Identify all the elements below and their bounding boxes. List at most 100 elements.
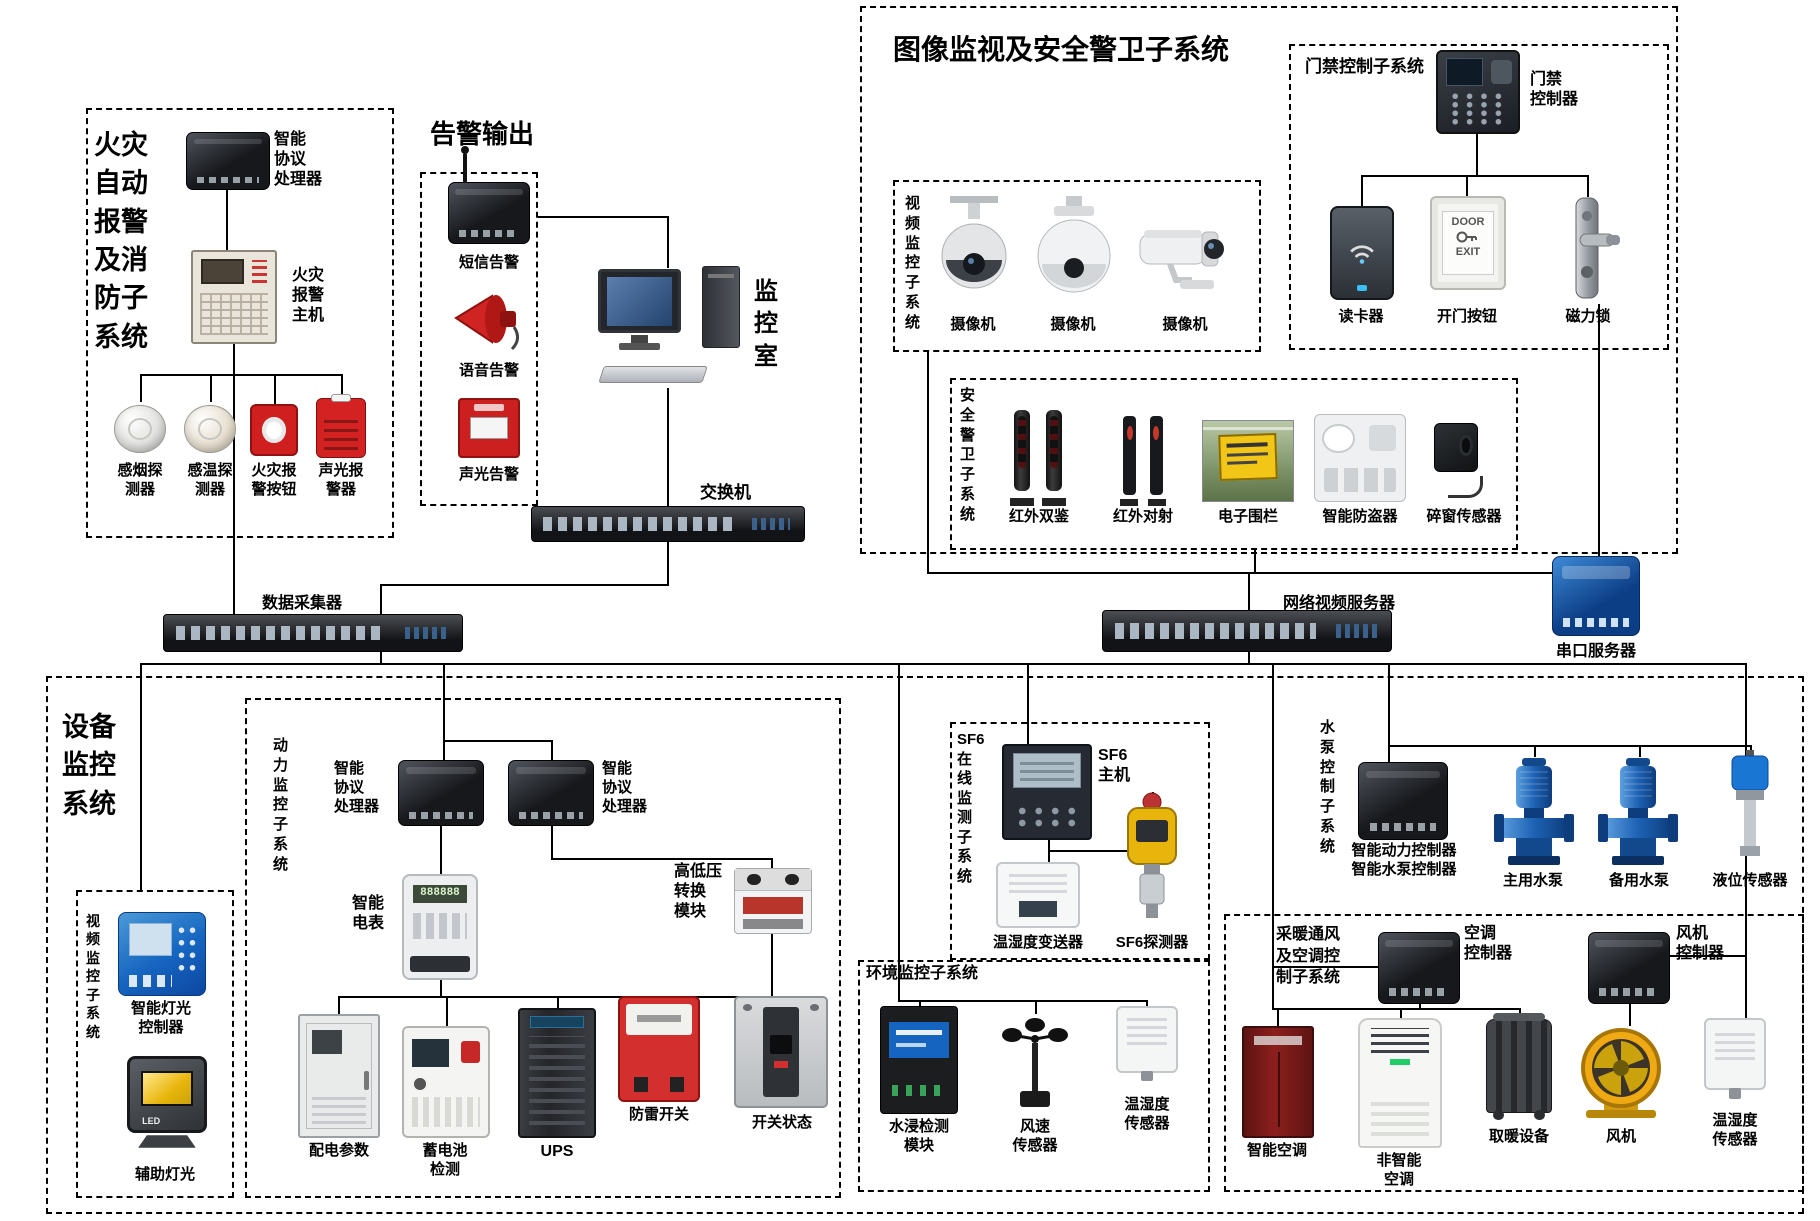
ir-beam-detector — [1114, 416, 1172, 506]
connector-line — [380, 652, 382, 664]
card-reader — [1330, 206, 1394, 300]
camera2-label: 摄像机 — [1050, 316, 1096, 333]
connector-line — [1027, 663, 1029, 746]
switch-label: 交换机 — [700, 483, 751, 502]
ac-controller-label: 空调 控制器 — [1464, 925, 1513, 962]
connector-line — [140, 663, 1745, 665]
heat-detector-label: 感温探 测器 — [187, 462, 233, 498]
sf6-subsystem-title: SF6 在 线 监 测 子 系 统 — [957, 731, 985, 885]
nonsmart-ac-label: 非智能 空调 — [1376, 1152, 1422, 1188]
antenna-icon — [461, 146, 470, 183]
heating-label: 取暖设备 — [1488, 1128, 1549, 1145]
connector-line — [440, 980, 442, 996]
aux-light-label: 辅助灯光 — [134, 1166, 195, 1183]
fan-label: 风机 — [1605, 1128, 1636, 1145]
anti-theft-device — [1314, 414, 1406, 502]
surveillance-title: 图像监视及安全警卫子系统 — [893, 34, 1230, 65]
sms-alarm-device — [448, 146, 530, 244]
voice-alarm-device — [450, 284, 526, 354]
connector-line — [1048, 850, 1152, 852]
sf6-subsystem-box — [950, 722, 1210, 960]
wind-sensor-label: 风速 传感器 — [1012, 1118, 1058, 1154]
connector-line — [771, 858, 773, 870]
surveillance-box — [860, 6, 1678, 554]
connector-line — [233, 344, 235, 376]
lightning-switch — [618, 996, 700, 1102]
connector-line — [443, 663, 445, 740]
alarm-output-title: 告警输出 — [430, 119, 535, 149]
ir-dual-label: 红外双鉴 — [1008, 508, 1069, 525]
ir-beam-label: 红外对射 — [1112, 508, 1173, 525]
smoke-detector-label: 感烟探 测器 — [117, 462, 163, 498]
meter-label: 智能 电表 — [352, 895, 385, 932]
fence-label: 电子围栏 — [1217, 508, 1278, 525]
connector-line — [1587, 175, 1589, 197]
proto1-label: 智能 协议 处理器 — [334, 760, 380, 815]
video-subsystem-box — [893, 180, 1261, 352]
electronic-fence — [1202, 420, 1294, 502]
key-icon — [1456, 231, 1477, 243]
access-controller — [1436, 50, 1520, 134]
camera1-label: 摄像机 — [950, 316, 996, 333]
control-room-label: 监 控 室 — [754, 278, 778, 370]
connector-line — [1248, 572, 1250, 612]
connector-line — [1670, 955, 1745, 957]
connector-line — [140, 374, 343, 376]
access-subsystem-box — [1289, 44, 1669, 350]
anti-theft-label: 智能防盗器 — [1322, 508, 1398, 525]
breaker-label: 开关状态 — [751, 1114, 812, 1131]
connector-line — [1361, 175, 1363, 209]
fire-call-point — [250, 404, 298, 456]
pump-controller-label: 智能动力控制器 智能水泵控制器 — [1351, 842, 1457, 878]
connector-line — [1361, 175, 1588, 177]
fan-controller — [1588, 932, 1670, 1004]
connector-line — [557, 996, 559, 1008]
connector-line — [1248, 652, 1250, 664]
th-sensor1-label: 温湿度 传感器 — [1124, 1096, 1170, 1132]
pump-controller — [1358, 762, 1448, 840]
connector-line — [233, 376, 235, 618]
connector-line — [210, 374, 212, 402]
wind-speed-sensor — [996, 1012, 1074, 1114]
sf6-detector-label: SF6探测器 — [1115, 934, 1189, 951]
camera-ptz — [1032, 194, 1116, 312]
connector-line — [771, 934, 773, 996]
protocol-processor-1 — [398, 760, 484, 826]
connector-line — [440, 826, 442, 874]
connector-line — [1598, 304, 1600, 560]
env-subsystem-title: 环境监控子系统 — [866, 965, 979, 982]
connector-line — [898, 960, 900, 1000]
camera-dome — [938, 194, 1010, 312]
network-video-server — [1102, 610, 1392, 652]
fire-subsystem-box — [86, 108, 394, 538]
connector-line — [341, 374, 343, 400]
access-subsystem-title: 门禁控制子系统 — [1305, 57, 1424, 76]
fire-protocol-label: 智能 协议 处理器 — [274, 131, 323, 188]
serial-server-label: 串口服务器 — [1555, 643, 1636, 660]
main-pump-label: 主用水泵 — [1502, 872, 1563, 889]
smart-ac — [1242, 1026, 1314, 1138]
th-transmitter-label: 温湿度变送器 — [992, 934, 1083, 951]
window-sensor-label: 碎窗传感器 — [1426, 508, 1502, 525]
connector-line — [380, 584, 669, 586]
data-collector-label: 数据采集器 — [262, 595, 343, 612]
connector-line — [1476, 134, 1478, 176]
connector-line — [1639, 745, 1641, 757]
fire-host-label: 火灾 报警 主机 — [292, 267, 325, 324]
magnetic-lock — [1552, 194, 1624, 304]
water-leak-module — [880, 1006, 958, 1114]
pump-subsystem-title: 水 泵 控 制 子 系 统 — [1320, 719, 1336, 855]
protocol-processor-2 — [508, 760, 594, 826]
security-subsystem-title: 安 全 警 卫 子 系 统 — [960, 387, 976, 523]
connector-line — [551, 826, 553, 860]
camera3-label: 摄像机 — [1162, 316, 1208, 333]
connector-line — [338, 996, 782, 998]
sf6-host — [1002, 744, 1092, 840]
connector-line — [898, 663, 900, 960]
hvac-subsystem-title: 采暖通风 及空调控 制子系统 — [1276, 926, 1341, 987]
connector-line — [140, 374, 142, 402]
level-sensor — [1714, 750, 1786, 864]
industrial-fan — [1574, 1024, 1668, 1120]
env-subsystem-box — [858, 960, 1210, 1192]
connector-line — [338, 996, 340, 1014]
